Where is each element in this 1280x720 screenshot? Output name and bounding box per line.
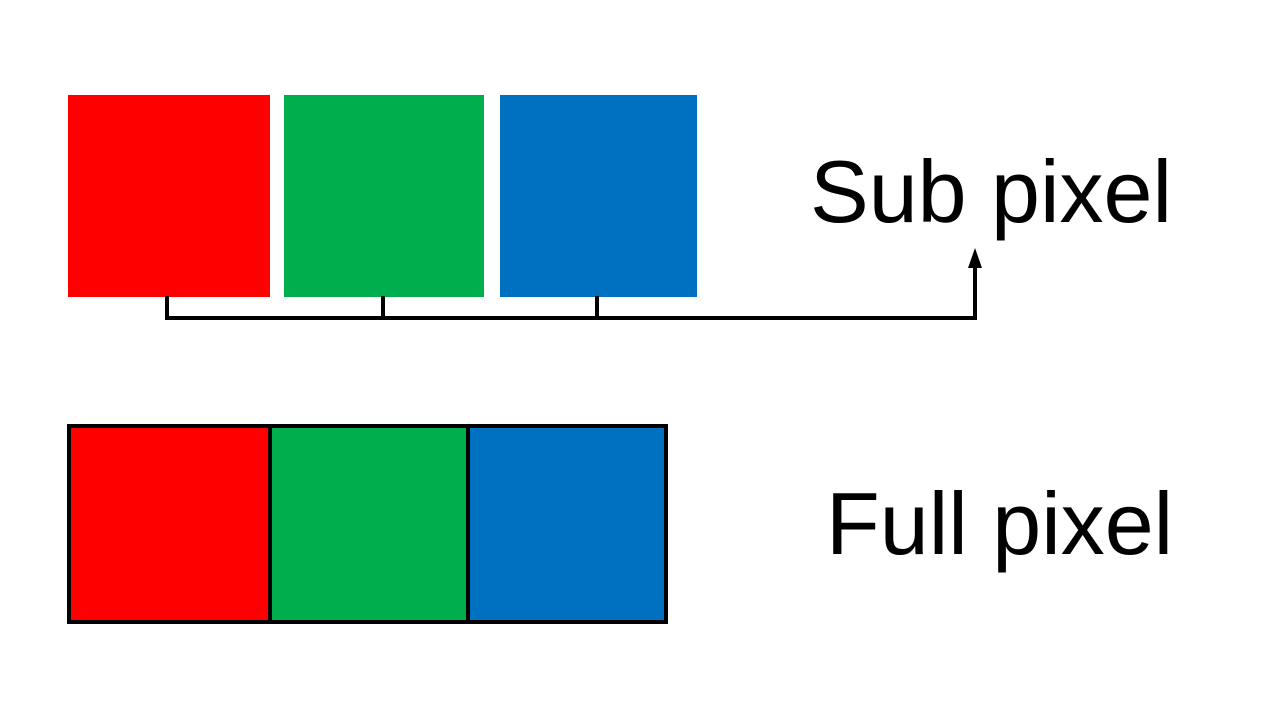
sub-pixel-rect-red <box>68 95 270 297</box>
bracket-arrowhead-icon <box>968 248 982 268</box>
full-pixel-label: Full pixel <box>826 474 1173 573</box>
full-pixel-group: Full pixel <box>67 424 1173 624</box>
sub-pixel-label: Sub pixel <box>810 142 1172 241</box>
sub-pixel-rect-blue <box>500 95 697 297</box>
sub-pixel-group: Sub pixel <box>68 95 1172 320</box>
full-pixel-rect-red <box>67 424 272 624</box>
sub-pixel-rect-green <box>284 95 484 297</box>
full-pixel-rect-blue <box>466 424 668 624</box>
full-pixel-rect-green <box>268 424 470 624</box>
